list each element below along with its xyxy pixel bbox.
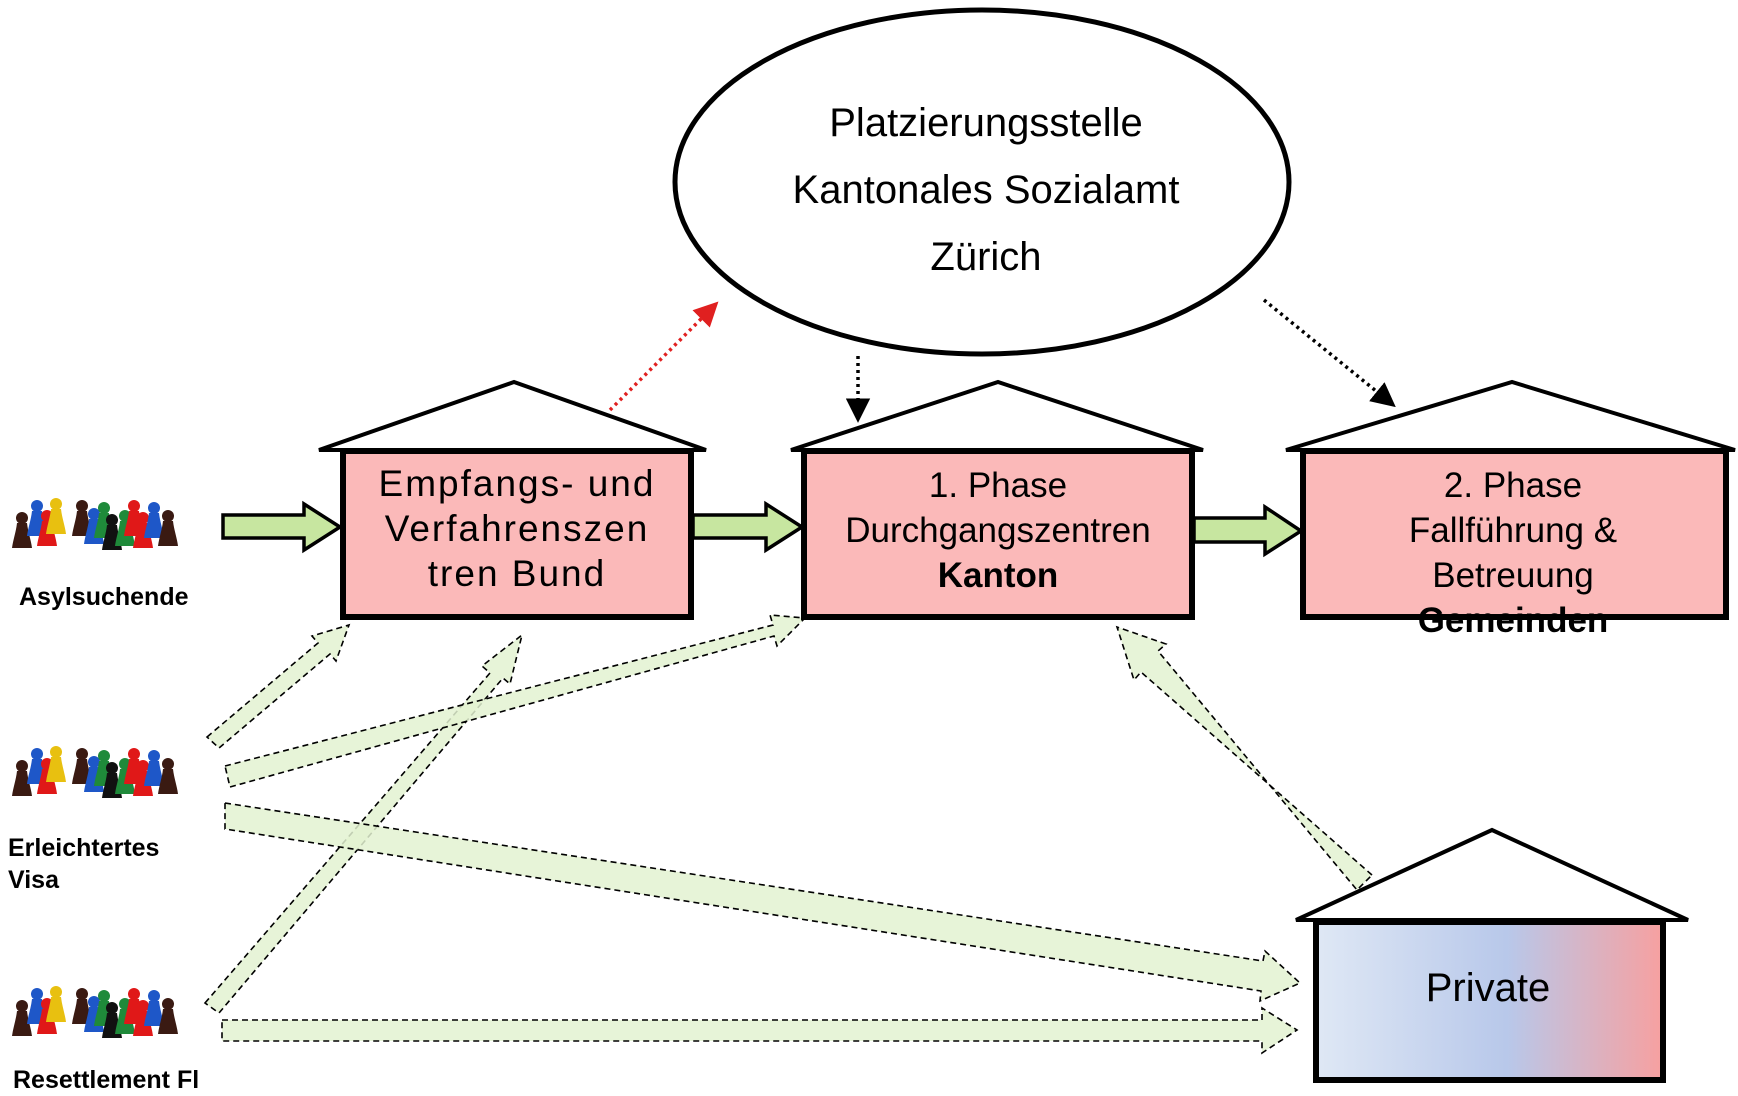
label-visa-line-1: Erleichtertes — [8, 834, 160, 862]
pawn-group-asyl — [12, 498, 178, 550]
arrow-asyl-to-bund — [221, 500, 344, 554]
phase1-line-2: Durchgangszentren — [845, 511, 1150, 550]
ellipse-line-1: Platzierungsstelle — [829, 101, 1143, 145]
label-asylsuchende: Asylsuchende — [19, 583, 189, 611]
phase2-line-3: Betreuung — [1432, 556, 1594, 595]
pawn-group-resettlement — [12, 986, 178, 1038]
arrow-bund-to-phase1 — [691, 500, 806, 554]
label-visa-line-2: Visa — [8, 866, 59, 894]
bund-line-3: tren Bund — [428, 553, 606, 594]
house-phase1: 1. Phase Durchgangszentren Kanton — [790, 379, 1204, 620]
arrow-visa-to-private — [224, 802, 1302, 1003]
phase1-line-3: Kanton — [938, 556, 1059, 595]
label-erleichtertes-visa: Erleichtertes Visa — [8, 832, 159, 896]
arrow-resettlement-to-private — [221, 1006, 1299, 1055]
black-dotted-arrow-to-phase2 — [1262, 298, 1396, 408]
house-phase2-roof — [1285, 379, 1736, 452]
red-dotted-arrow — [608, 301, 719, 412]
bund-line-2: Verfahrenszen — [385, 508, 650, 549]
arrow-visa-to-bund — [205, 623, 351, 750]
house-bund-body — [340, 448, 694, 620]
arrow-visa-to-phase1 — [224, 614, 807, 788]
house-private-body — [1313, 919, 1666, 1083]
house-phase1-body — [801, 448, 1195, 620]
phase1-line-1: 1. Phase — [929, 466, 1067, 505]
house-phase2-body — [1300, 448, 1729, 620]
pawn-group-visa — [12, 746, 178, 798]
ellipse-line-3: Zürich — [930, 235, 1041, 279]
label-resettlement: Resettlement Fl — [13, 1066, 200, 1094]
house-private: Private — [1295, 827, 1689, 1083]
phase2-line-4: Gemeinden — [1418, 601, 1609, 640]
main-flow-arrows — [221, 500, 1305, 558]
house-phase1-roof — [790, 379, 1204, 452]
arrow-phase1-to-phase2 — [1192, 503, 1305, 558]
phase2-line-1: 2. Phase — [1444, 466, 1582, 505]
house-bund-roof — [318, 379, 707, 452]
ellipse-line-2: Kantonales Sozialamt — [793, 168, 1180, 212]
bund-line-1: Empfangs- und — [379, 463, 656, 504]
house-bund: Empfangs- und Verfahrenszen tren Bund — [318, 379, 707, 620]
private-label: Private — [1426, 966, 1551, 1010]
placement-office-ellipse: Platzierungsstelle Kantonales Sozialamt … — [672, 7, 1292, 357]
house-phase2: 2. Phase Fallführung & Betreuung Gemeind… — [1285, 379, 1736, 640]
arrow-private-to-phase1 — [1115, 625, 1374, 892]
dashed-flow-arrows — [203, 614, 1374, 1055]
phase2-line-2: Fallführung & — [1409, 511, 1617, 550]
